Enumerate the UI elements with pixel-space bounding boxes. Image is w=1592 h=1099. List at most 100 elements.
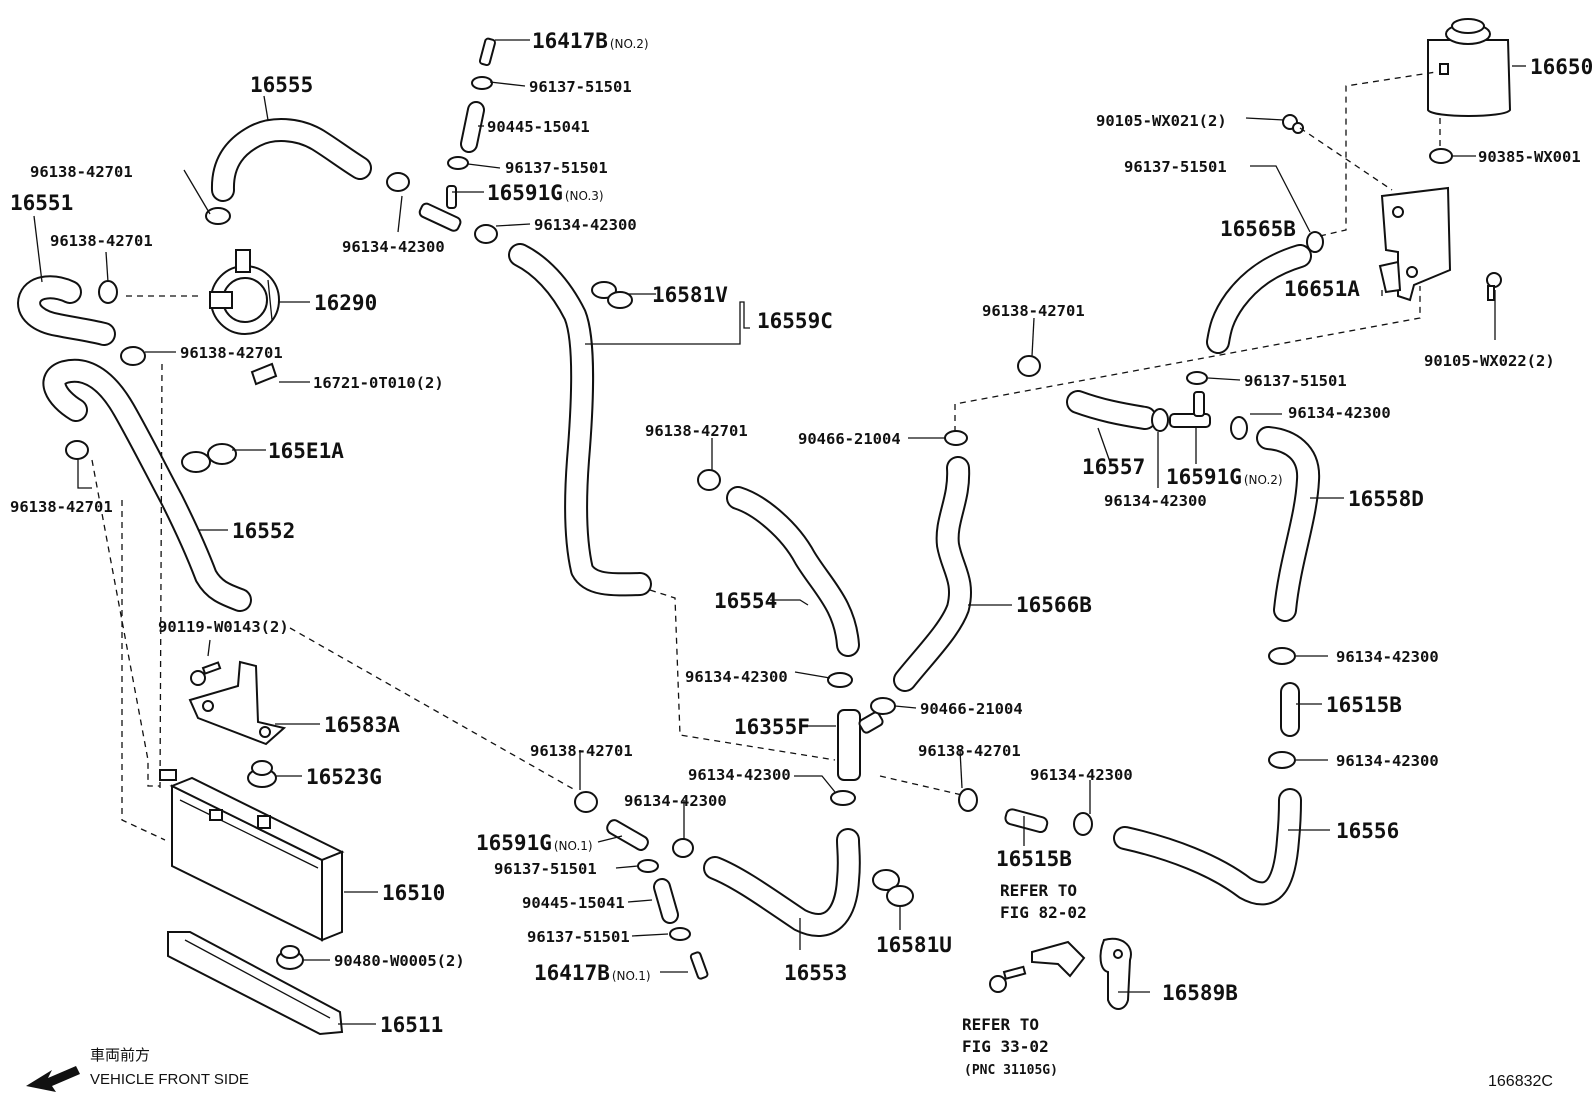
label-90445-15041-b[interactable]: 90445-15041 <box>522 894 625 912</box>
label-16591G-no2[interactable]: 16591G(NO.2) <box>1166 465 1283 489</box>
clamp-96134-42300-d[interactable] <box>830 790 856 806</box>
label-16554[interactable]: 16554 <box>714 589 777 613</box>
clamp-96137-51501-d[interactable] <box>669 927 691 941</box>
bolt-90119-W0143[interactable] <box>190 661 222 686</box>
label-16565B[interactable]: 16565B <box>1220 217 1296 241</box>
label-96138-42701-h[interactable]: 96138-42701 <box>918 742 1021 760</box>
label-96134-42300-a[interactable]: 96134-42300 <box>534 216 637 234</box>
label-90105-WX022[interactable]: 90105-WX022(2) <box>1424 352 1555 370</box>
nut-90385-WX001[interactable] <box>1429 148 1453 164</box>
bracket-16651A[interactable] <box>1378 186 1452 302</box>
label-96138-42701-c[interactable]: 96138-42701 <box>180 344 283 362</box>
pipe-90445-15041-upper[interactable] <box>460 101 485 153</box>
hose-16566B[interactable] <box>893 456 973 692</box>
label-96138-42701-e[interactable]: 96138-42701 <box>645 422 748 440</box>
water-pump-16290[interactable] <box>209 249 280 335</box>
label-96137-51501-d[interactable]: 96137-51501 <box>527 928 630 946</box>
label-96134-42300-c[interactable]: 96134-42300 <box>685 668 788 686</box>
hose-16559C[interactable] <box>508 243 652 597</box>
label-96137-51501-a[interactable]: 96137-51501 <box>529 78 632 96</box>
label-16417B-no1[interactable]: 16417B(NO.1) <box>534 961 651 985</box>
hose-16554[interactable] <box>726 486 860 657</box>
clamp-16581U[interactable] <box>872 869 914 907</box>
clamp-96134-42300-c[interactable] <box>827 672 853 688</box>
union-16355F[interactable] <box>837 709 884 781</box>
reservoir-tank-16650[interactable] <box>1427 18 1512 117</box>
clamp-90466-21004-a[interactable] <box>870 697 896 715</box>
plug-16523G[interactable] <box>247 760 277 788</box>
label-16552[interactable]: 16552 <box>232 519 295 543</box>
clamp-96137-51501-c[interactable] <box>637 859 659 873</box>
hose-16565B[interactable] <box>1206 244 1312 354</box>
label-16511[interactable]: 16511 <box>380 1013 443 1037</box>
label-90445-15041-a[interactable]: 90445-15041 <box>487 118 590 136</box>
label-90480-W0005[interactable]: 90480-W0005(2) <box>334 952 465 970</box>
label-90119-W0143[interactable]: 90119-W0143(2) <box>158 618 289 636</box>
grommet-90480-W0005[interactable] <box>276 945 304 970</box>
label-96134-42300-b[interactable]: 96134-42300 <box>342 238 445 256</box>
label-16556[interactable]: 16556 <box>1336 819 1399 843</box>
label-90105-WX021[interactable]: 90105-WX021(2) <box>1096 112 1227 130</box>
clamp-96137-51501-a[interactable] <box>471 76 493 90</box>
bolt-90105-WX021[interactable] <box>1282 114 1304 134</box>
label-165E1A[interactable]: 165E1A <box>268 439 344 463</box>
label-16591G-no3[interactable]: 16591G(NO.3) <box>487 181 604 205</box>
clamp-90466-21004-b[interactable] <box>944 430 968 446</box>
label-16417B-no2[interactable]: 16417B(NO.2) <box>532 29 649 53</box>
hose-16558D[interactable] <box>1256 426 1321 622</box>
label-96138-42701-f[interactable]: 96138-42701 <box>530 742 633 760</box>
label-16523G[interactable]: 16523G <box>306 765 382 789</box>
bracket-16583A[interactable] <box>188 660 287 746</box>
tee-fitting-16591G-no3[interactable] <box>418 185 462 232</box>
label-16721-0T010[interactable]: 16721-0T010(2) <box>313 374 444 392</box>
label-90466-21004-a[interactable]: 90466-21004 <box>920 700 1023 718</box>
clamp-96134-42300-i[interactable] <box>1268 647 1296 665</box>
label-96138-42701-d[interactable]: 96138-42701 <box>10 498 113 516</box>
clamp-96137-51501-b[interactable] <box>447 156 469 170</box>
label-16559C[interactable]: 16559C <box>757 309 833 333</box>
clamp-96134-42300-b[interactable] <box>386 172 410 192</box>
bracket-16511[interactable] <box>167 931 344 1036</box>
clamp-96134-42300-j[interactable] <box>1268 751 1296 769</box>
clamp-165E1A[interactable] <box>181 443 237 473</box>
clamp-96134-42300-g[interactable] <box>1151 408 1169 432</box>
label-90385-WX001[interactable]: 90385-WX001 <box>1478 148 1581 166</box>
label-96134-42300-i[interactable]: 96134-42300 <box>1336 648 1439 666</box>
label-96134-42300-j[interactable]: 96134-42300 <box>1336 752 1439 770</box>
pipe-16515B-center[interactable] <box>1004 808 1049 834</box>
label-90466-21004-b[interactable]: 90466-21004 <box>798 430 901 448</box>
clamp-96134-42300-e[interactable] <box>672 838 694 858</box>
label-96134-42300-h[interactable]: 96134-42300 <box>1288 404 1391 422</box>
clamp-96138-42701-e[interactable] <box>697 469 721 491</box>
label-16566B[interactable]: 16566B <box>1016 593 1092 617</box>
label-16555[interactable]: 16555 <box>250 73 313 97</box>
hose-16551[interactable] <box>17 275 116 346</box>
label-96137-51501-f[interactable]: 96137-51501 <box>1124 158 1227 176</box>
clamp-96138-42701-d[interactable] <box>65 440 89 460</box>
clamp-96138-42701-a[interactable] <box>205 207 231 225</box>
label-16581V[interactable]: 16581V <box>652 283 728 307</box>
clamp-96138-42701-c[interactable] <box>120 346 146 366</box>
label-16510[interactable]: 16510 <box>382 881 445 905</box>
hose-16556[interactable] <box>1113 788 1302 906</box>
label-16651A[interactable]: 16651A <box>1284 277 1360 301</box>
hose-16553[interactable] <box>703 828 861 937</box>
clip-16589B[interactable] <box>1099 937 1132 1010</box>
label-16551[interactable]: 16551 <box>10 191 73 215</box>
tee-fitting-16591G-no2[interactable] <box>1169 391 1211 428</box>
bolt-90105-WX022[interactable] <box>1486 272 1502 301</box>
label-16558D[interactable]: 16558D <box>1348 487 1424 511</box>
clamp-96138-42701-f[interactable] <box>574 791 598 813</box>
clamp-96138-42701-b[interactable] <box>98 280 118 304</box>
label-16355F[interactable]: 16355F <box>734 715 810 739</box>
clamp-96137-51501-f[interactable] <box>1306 231 1324 253</box>
label-16290[interactable]: 16290 <box>314 291 377 315</box>
clamp-96134-42300-a[interactable] <box>474 224 498 244</box>
clamp-96134-42300-h[interactable] <box>1230 416 1248 440</box>
hose-16555[interactable] <box>211 118 372 202</box>
label-96134-42300-e[interactable]: 96134-42300 <box>624 792 727 810</box>
label-16589B[interactable]: 16589B <box>1162 981 1238 1005</box>
bolt-refer-33-02[interactable] <box>989 965 1027 993</box>
clamp-96134-42300-f[interactable] <box>1073 812 1093 836</box>
hose-16552[interactable] <box>42 358 252 612</box>
